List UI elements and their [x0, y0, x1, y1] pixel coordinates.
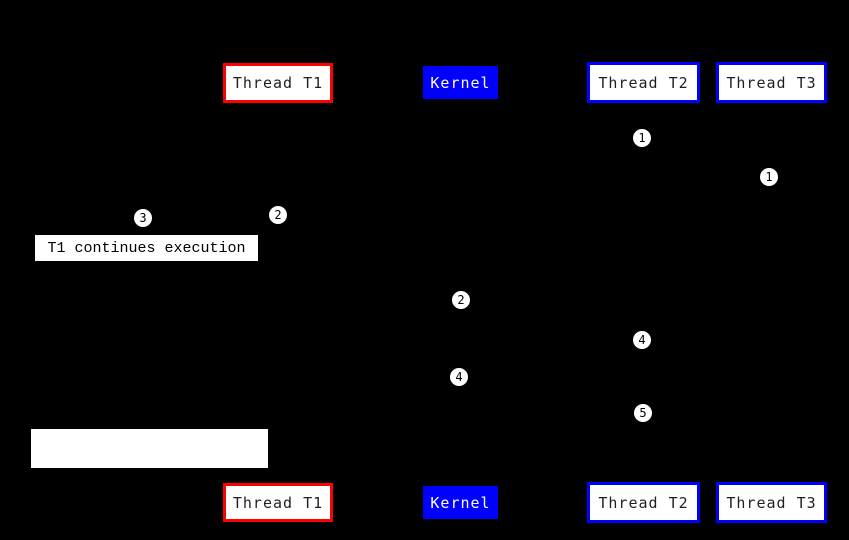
lane-header-thread-t2-bottom: Thread T2 — [587, 482, 700, 523]
lane-header-kernel-top: Kernel — [423, 66, 498, 99]
step-marker-4-t2: 4 — [633, 331, 651, 349]
blank-white-box — [31, 429, 268, 468]
lane-header-thread-t3-top: Thread T3 — [716, 62, 827, 103]
lane-header-thread-t1-top: Thread T1 — [223, 63, 333, 103]
step-marker-4-kernel: 4 — [450, 368, 468, 386]
lane-header-thread-t1-bottom: Thread T1 — [223, 483, 333, 522]
lane-header-thread-t3-bottom: Thread T3 — [716, 482, 827, 523]
step-marker-2-kernel: 2 — [452, 291, 470, 309]
t1-continues-execution-label: T1 continues execution — [35, 235, 258, 261]
step-marker-3: 3 — [134, 209, 152, 227]
step-marker-1-t3: 1 — [760, 168, 778, 186]
lane-header-kernel-bottom: Kernel — [423, 486, 498, 519]
lane-header-thread-t2-top: Thread T2 — [587, 62, 700, 103]
step-marker-1-t2: 1 — [633, 129, 651, 147]
step-marker-5: 5 — [634, 404, 652, 422]
step-marker-2-t1: 2 — [269, 206, 287, 224]
